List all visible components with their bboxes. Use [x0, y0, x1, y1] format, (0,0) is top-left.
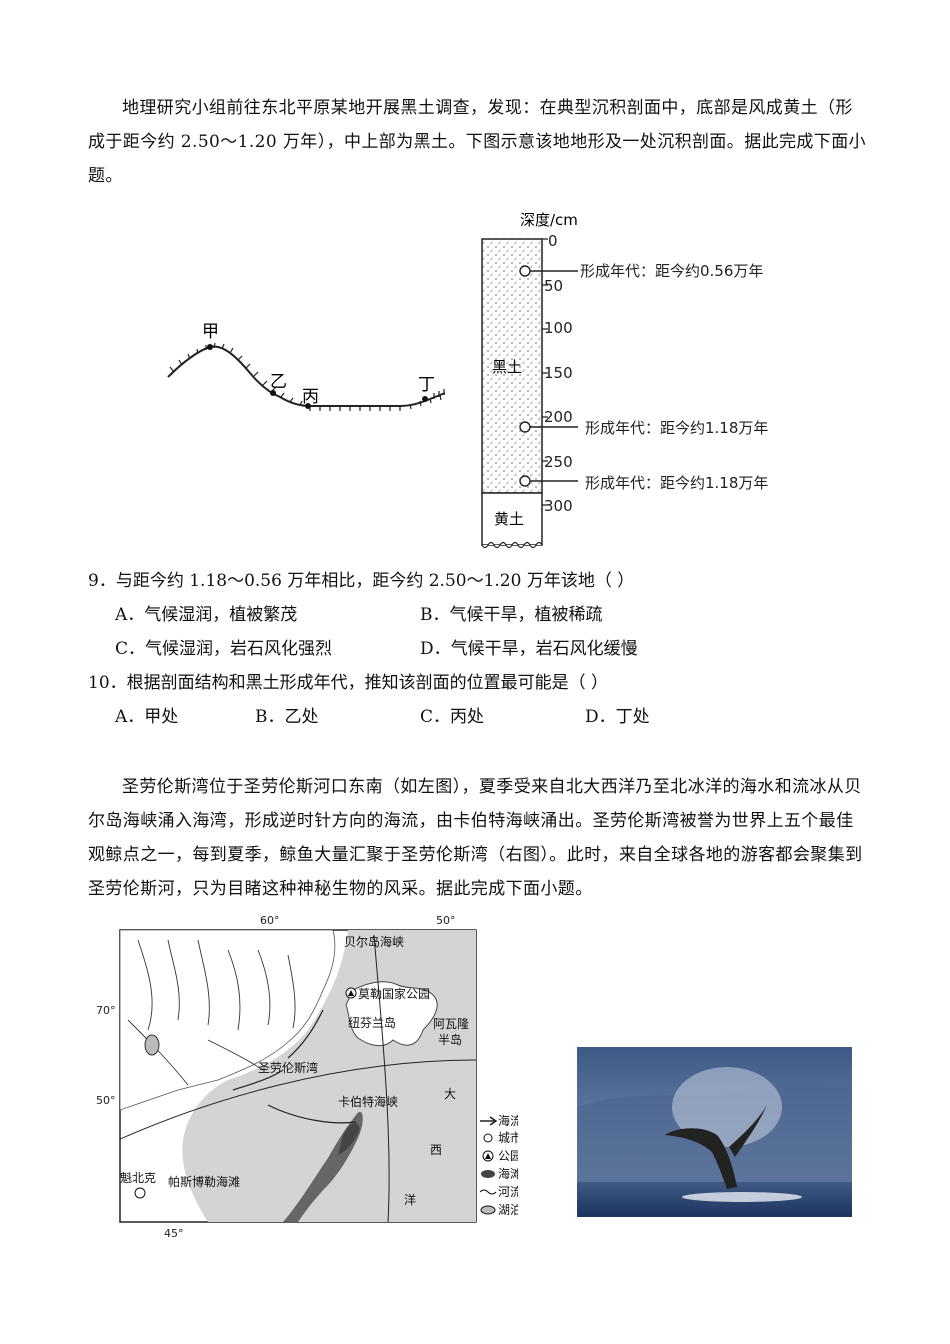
label-atlantic-1: 大	[444, 1087, 456, 1101]
whale-tail	[665, 1105, 767, 1189]
q9-option-a[interactable]: A．气候湿润，植被繁茂	[115, 605, 298, 625]
loess-layer	[481, 492, 543, 546]
lat-50: 50°	[96, 1094, 116, 1107]
labrador-coast	[120, 930, 336, 1111]
black-soil-layer	[481, 238, 543, 494]
loess-label: 黄土	[494, 510, 524, 528]
lon-60: 60°	[260, 914, 280, 927]
sample-point-2	[519, 421, 531, 433]
label-ding: 丁	[418, 375, 435, 395]
label-avalon-2: 半岛	[438, 1032, 462, 1047]
whale-photo	[577, 1047, 852, 1217]
label-gulf: 圣劳伦斯湾	[258, 1060, 318, 1075]
label-pasp: 帕斯博勒海滩	[168, 1174, 240, 1189]
label-atlantic-3: 洋	[404, 1192, 416, 1207]
city-icon	[134, 1187, 146, 1199]
lake	[144, 1034, 160, 1056]
q9-option-c[interactable]: C．气候湿润，岩石风化强烈	[115, 639, 333, 659]
point-bing	[305, 403, 311, 409]
tick-200: 200	[544, 408, 573, 426]
sample-point-3	[519, 475, 531, 487]
q10-option-a[interactable]: A．甲处	[115, 707, 179, 727]
point-yi	[270, 390, 276, 396]
profile-bottom-wave	[481, 541, 543, 549]
label-newfoundland: 纽芬兰岛	[348, 1015, 396, 1030]
point-jia	[207, 344, 213, 350]
legend-lake: 湖泊	[498, 1202, 518, 1217]
sediment-profile-figure: 深度/cm 黑土 黄土 0 50 100 150 200 250 300 形成年…	[481, 211, 768, 549]
terrain-profile-figure: 甲 乙 丙 丁	[167, 322, 446, 411]
sample-point-1	[519, 265, 531, 277]
annotation-1: 形成年代：距今约0.56万年	[580, 262, 763, 280]
tick-250: 250	[544, 453, 573, 471]
q9-stem: 9．与距今约 1.18～0.56 万年相比，距今约 2.50～1.20 万年该地…	[88, 571, 635, 591]
tick-300: 300	[544, 497, 573, 515]
terrain-hatches	[169, 342, 442, 411]
label-avalon: 阿瓦隆	[433, 1016, 469, 1031]
label-jia: 甲	[202, 322, 219, 342]
label-mohr-park: 莫勒国家公园	[358, 986, 430, 1001]
intro-paragraph-2: 圣劳伦斯湾位于圣劳伦斯河口东南（如左图），夏季受来自北大西洋乃至北冰洋的海水和流…	[88, 777, 863, 899]
label-cabot: 卡伯特海峡	[338, 1094, 398, 1109]
gulf-map-figure: 60° 50° 45° 70° 50° 贝尔岛海峡 莫勒国家公园 纽芬兰岛 阿瓦…	[96, 914, 518, 1240]
annotation-2: 形成年代：距今约1.18万年	[585, 419, 768, 437]
label-atlantic-2: 西	[430, 1143, 442, 1157]
q10-option-d[interactable]: D．丁处	[585, 707, 650, 727]
tick-150: 150	[544, 364, 573, 382]
tick-50: 50	[544, 277, 563, 295]
legend-beach: 海滩	[498, 1166, 518, 1181]
legend-park: 公园	[498, 1149, 518, 1163]
label-belle-isle: 贝尔岛海峡	[344, 934, 404, 949]
black-soil-label: 黑土	[492, 358, 522, 376]
legend-river: 河流	[498, 1185, 518, 1199]
legend-city: 城市	[498, 1130, 518, 1145]
q10-stem: 10．根据剖面结构和黑土形成年代，推知该剖面的位置最可能是（ ）	[88, 673, 609, 693]
beach-area-2	[338, 1123, 360, 1155]
tick-100: 100	[544, 319, 573, 337]
lon-50: 50°	[436, 914, 456, 927]
q9-option-b[interactable]: B．气候干旱，植被稀疏	[420, 605, 603, 625]
tick-0: 0	[548, 232, 558, 250]
lon-45: 45°	[164, 1227, 184, 1240]
ding-marks	[433, 389, 445, 399]
legend-current: 海流	[498, 1113, 518, 1128]
label-bing: 丙	[302, 387, 319, 407]
q9-option-d[interactable]: D．气候干旱，岩石风化缓慢	[420, 639, 638, 659]
annotation-3: 形成年代：距今约1.18万年	[585, 474, 768, 492]
map-legend: 海流 城市 公园 海滩 河流 湖泊	[479, 1113, 518, 1217]
q10-option-b[interactable]: B．乙处	[255, 707, 319, 727]
q10-option-c[interactable]: C．丙处	[420, 707, 485, 727]
lat-70: 70°	[96, 1004, 116, 1017]
intro-paragraph-1: 地理研究小组前往东北平原某地开展黑土调查，发现：在典型沉积剖面中，底部是风成黄土…	[88, 98, 867, 186]
label-yi: 乙	[270, 372, 287, 392]
depth-title: 深度/cm	[520, 211, 578, 229]
depth-ticks	[542, 238, 548, 506]
point-ding	[422, 396, 428, 402]
newfoundland-island	[345, 981, 438, 1047]
label-quebec: 魁北克	[120, 1170, 156, 1185]
